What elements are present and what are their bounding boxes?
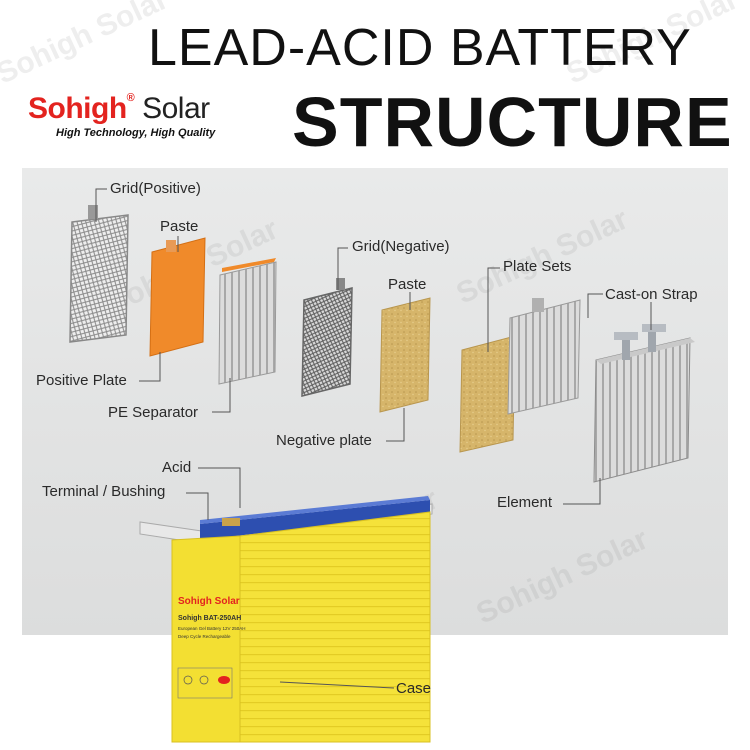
brand-name: Sohigh® Solar bbox=[28, 92, 210, 125]
leader-lines bbox=[95, 188, 652, 689]
label-element: Element bbox=[497, 494, 553, 511]
title-line-1: LEAD-ACID BATTERY bbox=[148, 19, 692, 77]
element bbox=[593, 324, 695, 483]
label-acid: Acid bbox=[162, 459, 192, 476]
svg-text:European Gel Battery 12V 250AH: European Gel Battery 12V 250AH bbox=[178, 626, 246, 631]
label-case: Case bbox=[396, 680, 432, 697]
positive-grid bbox=[69, 205, 129, 343]
label-cast-on-strap: Cast-on Strap bbox=[605, 286, 698, 303]
positive-paste bbox=[149, 237, 206, 357]
brand-tagline: High Technology, High Quality bbox=[56, 127, 216, 139]
cast-on-strap bbox=[614, 324, 666, 360]
label-positive-plate: Positive Plate bbox=[36, 372, 127, 389]
svg-text:Sohigh Solar: Sohigh Solar bbox=[178, 596, 240, 607]
label-paste-negative: Paste bbox=[388, 276, 427, 293]
negative-paste bbox=[379, 297, 431, 413]
label-grid-negative: Grid(Negative) bbox=[352, 238, 450, 255]
svg-text:Deep Cycle Rechargeable: Deep Cycle Rechargeable bbox=[178, 634, 231, 639]
label-pe-separator: PE Separator bbox=[108, 404, 199, 421]
negative-grid bbox=[301, 278, 353, 397]
label-grid-positive: Grid(Positive) bbox=[110, 180, 201, 197]
label-terminal-bushing: Terminal / Bushing bbox=[42, 483, 166, 500]
title-line-2: STRUCTURE bbox=[292, 83, 733, 161]
plate-sets bbox=[459, 298, 581, 453]
battery: Sohigh Solar Sohigh BAT-250AH European G… bbox=[139, 496, 433, 743]
label-plate-sets: Plate Sets bbox=[503, 258, 572, 275]
battery-label: Sohigh Solar Sohigh BAT-250AH European G… bbox=[177, 596, 246, 699]
svg-text:Sohigh BAT-250AH: Sohigh BAT-250AH bbox=[178, 615, 241, 622]
label-negative-plate: Negative plate bbox=[276, 432, 372, 449]
label-paste-positive: Paste bbox=[160, 218, 199, 235]
brand-logo: Sohigh® Solar High Technology, High Qual… bbox=[28, 92, 215, 139]
pe-separator bbox=[218, 258, 277, 385]
